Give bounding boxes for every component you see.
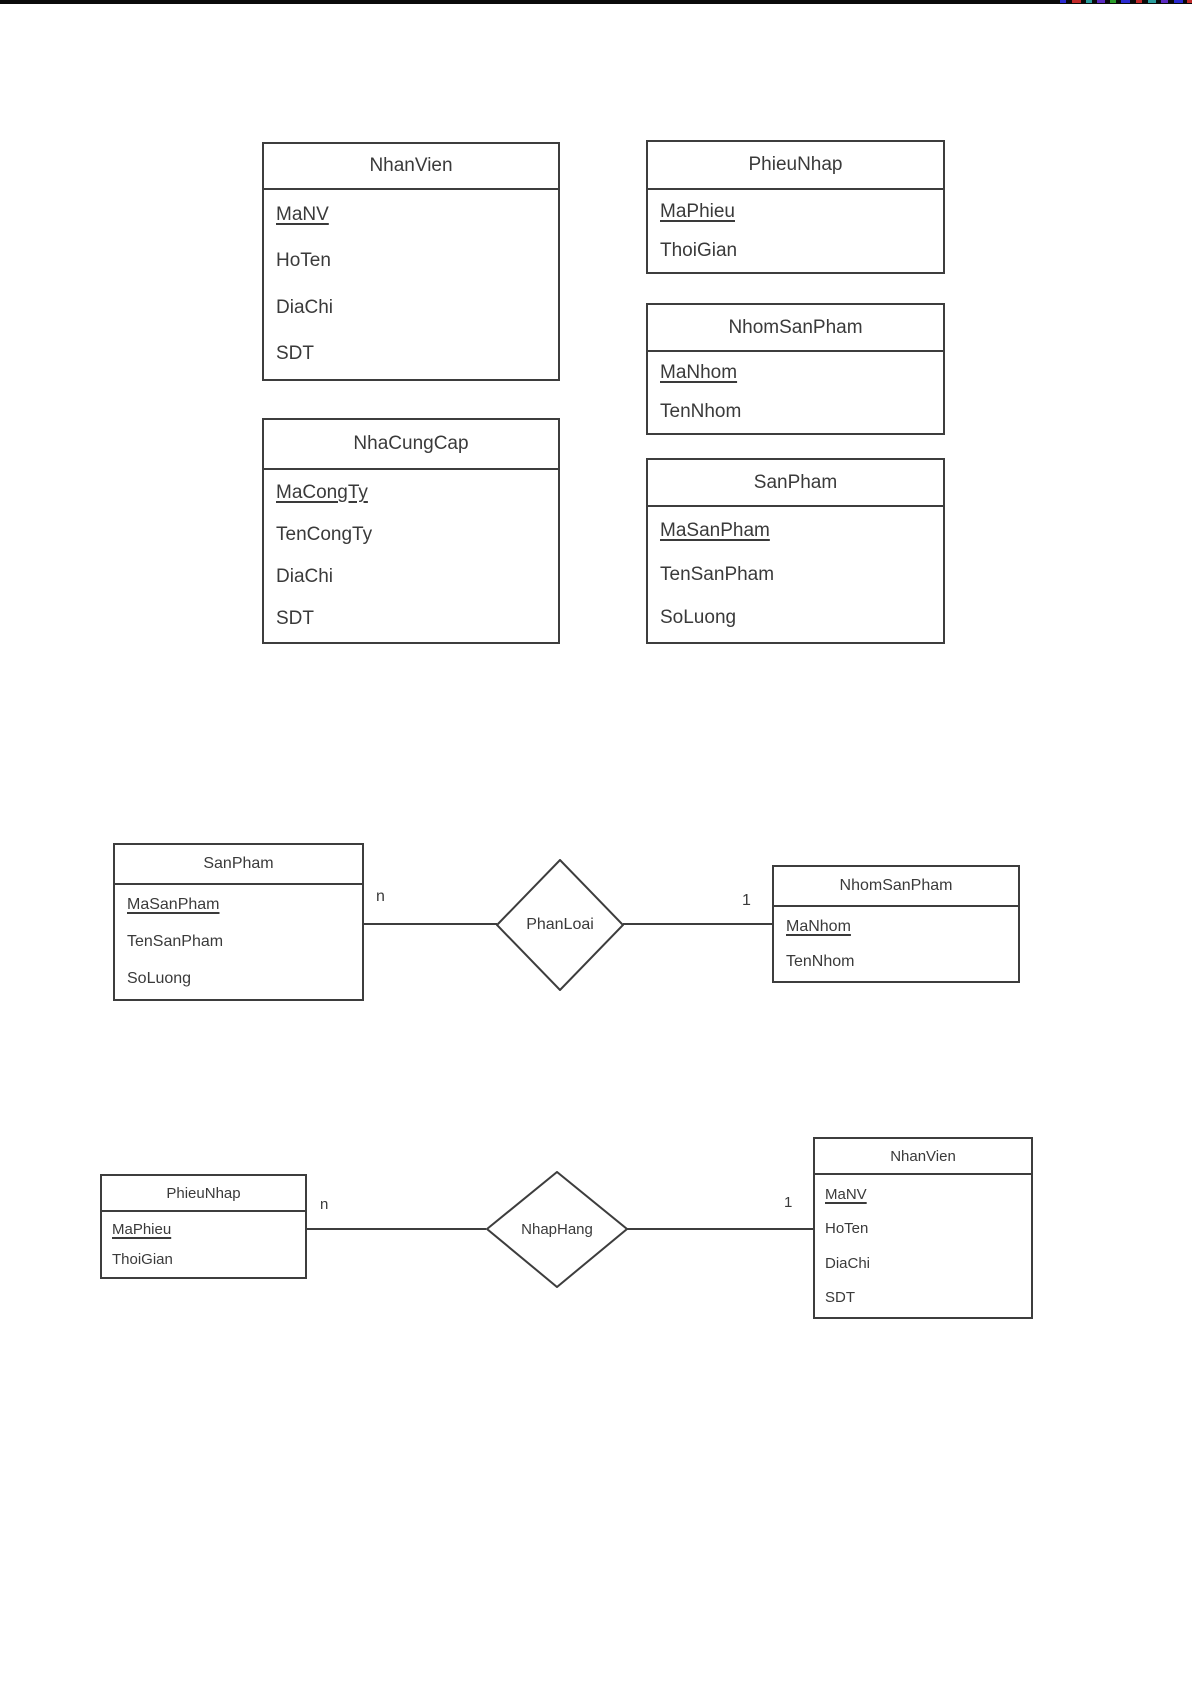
entity-fields: MaSanPham TenSanPham SoLuong	[115, 885, 362, 999]
cardinality-label-n: n	[376, 888, 385, 905]
entity-table-nhomsanpham: NhomSanPham MaNhom TenNhom	[646, 303, 945, 435]
field-label: TenCongTy	[276, 524, 373, 545]
field-label: SoLuong	[660, 607, 737, 629]
entity-table-nhacungcap: NhaCungCap MaCongTy TenCongTy DiaChi SDT	[262, 418, 560, 644]
cardinality-label-1: 1	[784, 1194, 793, 1211]
field-label: SDT	[276, 342, 314, 364]
scan-artifact	[1174, 0, 1183, 3]
field-label-pk: MaPhieu	[112, 1220, 172, 1238]
cardinality-label-1: 1	[742, 892, 751, 909]
scan-artifact	[1072, 0, 1081, 3]
field-label: ThoiGian	[112, 1251, 173, 1269]
scan-artifact	[1148, 0, 1156, 3]
entity-fields: MaNhom TenNhom	[774, 907, 1018, 981]
scan-artifact	[1086, 0, 1092, 3]
entity-header: PhieuNhap	[102, 1176, 305, 1212]
cardinality-label-n: n	[320, 1196, 329, 1213]
entity-fields: MaSanPham TenSanPham SoLuong	[648, 507, 943, 642]
entity-header: SanPham	[115, 845, 362, 885]
entity-table-nhomsanpham-er: NhomSanPham MaNhom TenNhom	[772, 865, 1020, 983]
field-label: DiaChi	[276, 296, 334, 318]
entity-table-sanpham: SanPham MaSanPham TenSanPham SoLuong	[646, 458, 945, 644]
scan-artifact	[1060, 0, 1066, 3]
field-label-pk: MaNhom	[786, 917, 851, 935]
entity-table-nhanvien: NhanVien MaNV HoTen DiaChi SDT	[262, 142, 560, 381]
entity-fields: MaCongTy TenCongTy DiaChi SDT	[264, 470, 558, 642]
field-label: DiaChi	[276, 566, 334, 587]
entity-table-sanpham-er: SanPham MaSanPham TenSanPham SoLuong	[113, 843, 364, 1001]
field-label: HoTen	[825, 1220, 869, 1238]
field-label: TenSanPham	[127, 933, 224, 950]
entity-header: NhanVien	[815, 1139, 1031, 1175]
relationship-line	[307, 1228, 486, 1230]
relationship-diamond-phanloai: PhanLoai	[496, 859, 624, 991]
field-label-pk: MaPhieu	[660, 200, 735, 222]
relationship-label: NhapHang	[521, 1221, 593, 1238]
scan-artifact	[1097, 0, 1105, 3]
field-label: TenSanPham	[660, 563, 775, 585]
entity-header: NhomSanPham	[774, 867, 1018, 907]
field-label-pk: MaSanPham	[127, 896, 220, 914]
entity-fields: MaNV HoTen DiaChi SDT	[264, 190, 558, 379]
field-label: TenNhom	[786, 952, 855, 970]
field-label-pk: MaCongTy	[276, 482, 368, 503]
scan-artifact	[1121, 0, 1130, 3]
field-label: SDT	[276, 608, 314, 629]
entity-header: NhomSanPham	[648, 305, 943, 352]
relationship-line	[364, 923, 497, 925]
field-label: SoLuong	[127, 969, 192, 987]
scan-artifact	[1136, 0, 1142, 3]
diamond-shape	[496, 859, 624, 991]
relationship-label: PhanLoai	[526, 916, 594, 933]
scan-artifact	[1161, 0, 1168, 3]
entity-header: SanPham	[648, 460, 943, 507]
entity-table-phieunhap: PhieuNhap MaPhieu ThoiGian	[646, 140, 945, 274]
entity-fields: MaNV HoTen DiaChi SDT	[815, 1175, 1031, 1317]
entity-header: PhieuNhap	[648, 142, 943, 190]
entity-header: NhaCungCap	[264, 420, 558, 470]
field-label: DiaChi	[825, 1254, 871, 1272]
relationship-line	[627, 1228, 813, 1230]
relationship-line	[623, 923, 772, 925]
field-label: ThoiGian	[660, 239, 738, 261]
field-label: HoTen	[276, 250, 331, 272]
field-label-pk: MaNV	[825, 1185, 867, 1203]
field-label-pk: MaNV	[276, 204, 329, 226]
field-label-pk: MaNhom	[660, 362, 738, 384]
entity-fields: MaPhieu ThoiGian	[102, 1212, 305, 1277]
entity-fields: MaPhieu ThoiGian	[648, 190, 943, 272]
entity-header: NhanVien	[264, 144, 558, 190]
entity-fields: MaNhom TenNhom	[648, 352, 943, 433]
scan-artifact	[1187, 0, 1192, 3]
field-label: TenNhom	[660, 400, 742, 422]
entity-table-nhanvien-er: NhanVien MaNV HoTen DiaChi SDT	[813, 1137, 1033, 1319]
field-label-pk: MaSanPham	[660, 519, 770, 541]
bottom-edge-bar	[0, 0, 1192, 4]
field-label: SDT	[825, 1289, 855, 1307]
entity-table-phieunhap-er: PhieuNhap MaPhieu ThoiGian	[100, 1174, 307, 1279]
relationship-diamond-nhaphang: NhapHang	[486, 1171, 628, 1288]
scan-artifact	[1110, 0, 1116, 3]
